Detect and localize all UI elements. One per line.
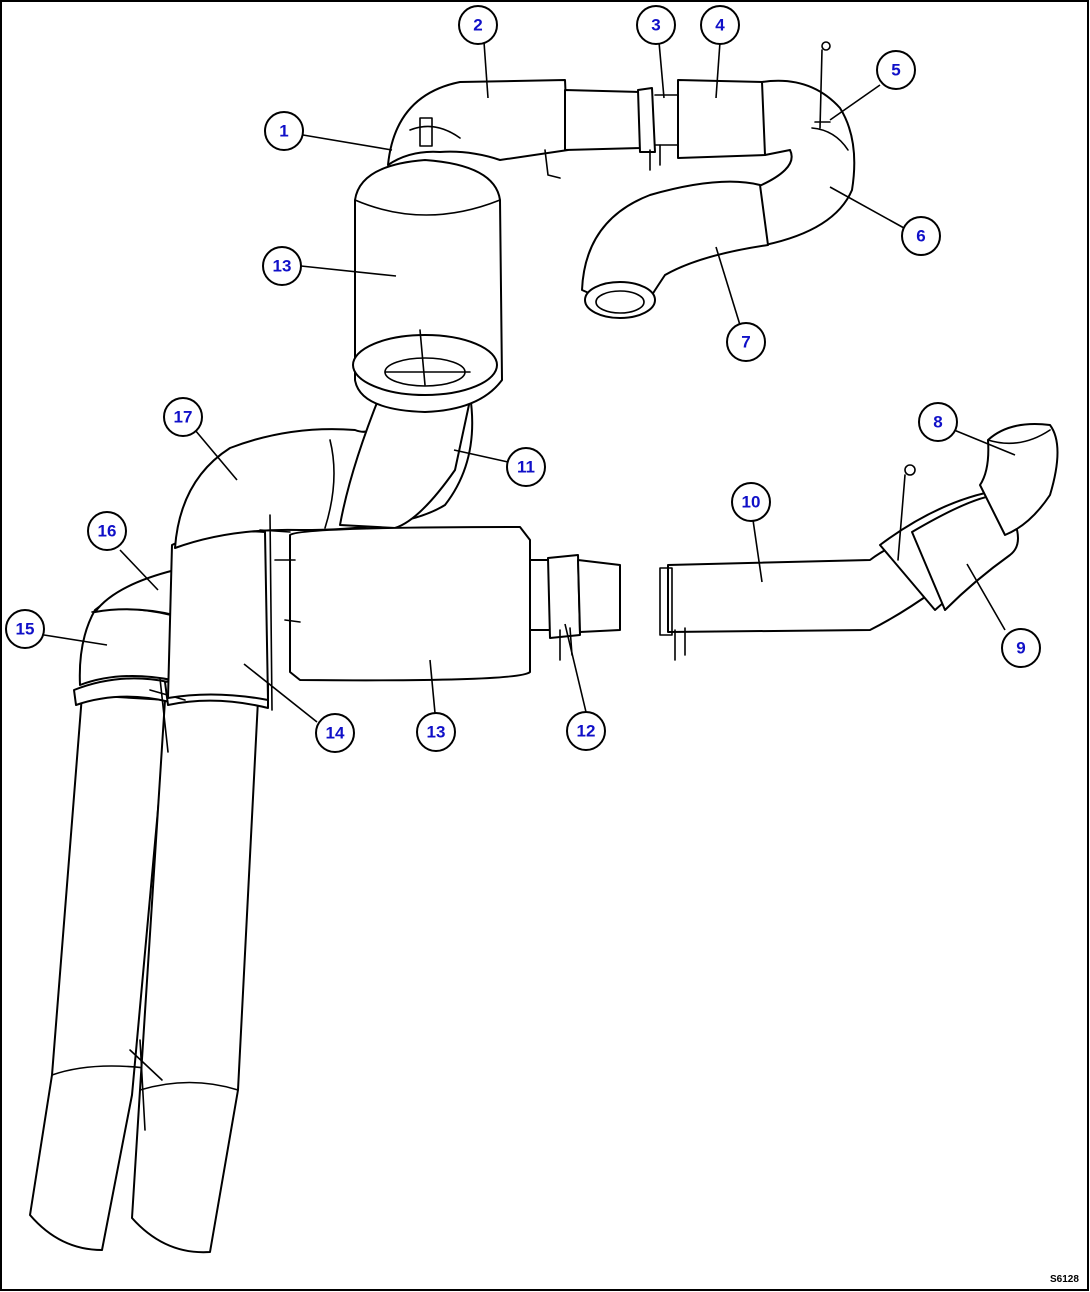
callout-14: 14 bbox=[315, 713, 355, 753]
callout-14-label: 14 bbox=[326, 724, 345, 743]
callout-9-label: 9 bbox=[1016, 639, 1025, 658]
callout-2: 2 bbox=[458, 5, 498, 45]
callout-2-label: 2 bbox=[473, 16, 482, 35]
callout-17-label: 17 bbox=[174, 408, 193, 427]
callout-15: 15 bbox=[5, 609, 45, 649]
elbow-16 bbox=[94, 569, 179, 617]
callout-15-label: 15 bbox=[16, 620, 35, 639]
pipe-2-section bbox=[564, 89, 641, 151]
callout-12: 12 bbox=[566, 711, 606, 751]
callout-4: 4 bbox=[700, 5, 740, 45]
pipe-14 bbox=[167, 530, 269, 701]
callout-6-label: 6 bbox=[916, 227, 925, 246]
reference-code: S6128 bbox=[1050, 1274, 1079, 1285]
leader-lines bbox=[43, 41, 1016, 723]
callout-5: 5 bbox=[876, 50, 916, 90]
elbow-8 bbox=[979, 423, 1059, 536]
callout-10-label: 10 bbox=[742, 493, 761, 512]
clamp-3 bbox=[637, 87, 661, 171]
clamp-12 bbox=[547, 554, 621, 661]
callout-5-label: 5 bbox=[891, 61, 900, 80]
callout-17: 17 bbox=[163, 397, 203, 437]
elbow-2 bbox=[387, 79, 569, 179]
callout-13a-label: 13 bbox=[273, 257, 292, 276]
callout-16: 16 bbox=[87, 511, 127, 551]
lower-muffler-13 bbox=[259, 514, 551, 711]
callout-3: 3 bbox=[636, 5, 676, 45]
pipe-9 bbox=[879, 464, 1019, 611]
callout-13-muffler-lower: 13 bbox=[416, 712, 456, 752]
upper-muffler-13 bbox=[352, 159, 503, 413]
pipe-4 bbox=[654, 79, 766, 159]
callout-1-label: 1 bbox=[279, 122, 288, 141]
callout-11: 11 bbox=[506, 447, 546, 487]
callout-13b-label: 13 bbox=[427, 723, 446, 742]
callout-7-label: 7 bbox=[741, 333, 750, 352]
callout-4-label: 4 bbox=[715, 16, 725, 35]
callout-6: 6 bbox=[901, 216, 941, 256]
callout-16-label: 16 bbox=[98, 522, 117, 541]
tailpipe-right bbox=[129, 699, 259, 1254]
callout-10: 10 bbox=[731, 482, 771, 522]
callout-11-label: 11 bbox=[517, 458, 535, 477]
callout-8-label: 8 bbox=[933, 413, 942, 432]
callout-9: 9 bbox=[1001, 628, 1041, 668]
callout-1: 1 bbox=[264, 111, 304, 151]
callout-7: 7 bbox=[726, 322, 766, 362]
callout-3-label: 3 bbox=[651, 16, 660, 35]
callout-8: 8 bbox=[918, 402, 958, 442]
elbow-7 bbox=[581, 180, 769, 319]
callout-12-label: 12 bbox=[577, 722, 596, 741]
callout-13-muffler-upper: 13 bbox=[262, 246, 302, 286]
elbow-6 bbox=[749, 41, 856, 246]
